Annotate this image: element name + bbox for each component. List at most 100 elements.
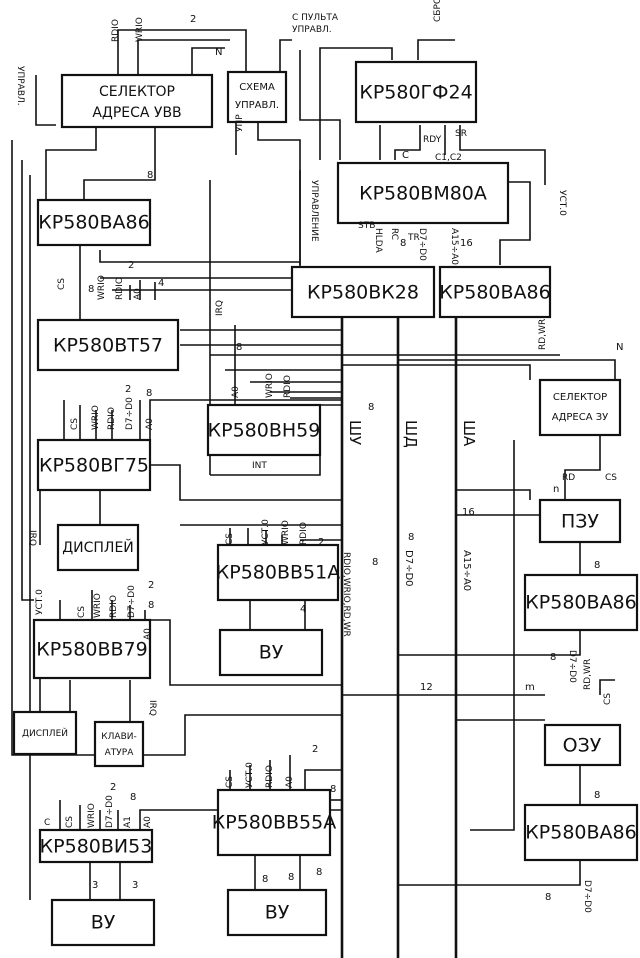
io-selector-line2: АДРЕСА УВВ <box>92 105 181 121</box>
width-8-cpu: 8 <box>400 238 406 249</box>
rdio-vt57-signal: RDIO <box>115 277 125 300</box>
width-8-vv55a: 8 <box>330 784 336 795</box>
ram-block: ОЗУ <box>543 723 622 767</box>
d7d0-vg75-signal: D7÷D0 <box>125 397 135 430</box>
system-controller-block: КР580ВК28 <box>290 265 436 319</box>
control-bus-label: ШУ <box>346 420 364 445</box>
irq-vg75-signal: IRQ <box>27 530 37 546</box>
cs-vt57-signal: CS <box>57 278 67 290</box>
system-buses <box>340 318 458 958</box>
irq-vn59-signal: IRQ <box>215 300 225 316</box>
cs-vv51a-signal: CS <box>225 533 235 545</box>
vv79-label: КР580ВВ79 <box>36 639 147 661</box>
cpu-block: КР580ВМ80А <box>336 161 510 225</box>
rom-block: ПЗУ <box>538 498 622 544</box>
keyboard-block: КЛАВИ- АТУРА <box>93 720 145 768</box>
a0-vt57-signal: A0 <box>133 288 143 300</box>
uprav-left-label: УПРАВЛ. <box>15 66 25 106</box>
interrupt-controller-block: КР580ВН59 <box>206 403 322 457</box>
width-8-vu2b: 8 <box>288 872 294 883</box>
cs-vv55a-signal: CS <box>225 776 235 788</box>
ust0-vv55a-signal: УСТ.0 <box>245 762 255 788</box>
width-16-cpu: 16 <box>460 238 473 249</box>
width-2-vv55a: 2 <box>312 744 318 755</box>
display-block: ДИСПЛЕЙ <box>56 523 140 572</box>
vt57-label: КР580ВТ57 <box>53 335 163 357</box>
clock-generator-block: КР580ГФ24 <box>354 60 478 124</box>
vv51a-label: КР580ВВ51А <box>216 562 340 584</box>
va86-rom-label: КР580ВА86 <box>525 592 636 614</box>
display2-label: ДИСПЛЕЙ <box>22 727 68 739</box>
control-scheme-line2: УПРАВЛ. <box>235 100 279 111</box>
sbros-label: СБРОС <box>433 0 443 22</box>
width-8-rom: 8 <box>594 560 600 571</box>
width-3-vu3b: 3 <box>132 880 138 891</box>
width-m-ram: m <box>525 682 535 693</box>
sr-signal: SR <box>455 129 467 139</box>
cs-ram-signal: CS <box>603 693 613 705</box>
timer-block: КР580ВИ53 <box>38 828 154 864</box>
width-8-rombuf: 8 <box>550 652 556 663</box>
width-2-top: 2 <box>190 14 196 25</box>
width-8-rambuf: 8 <box>545 892 551 903</box>
width-3-vu3a: 3 <box>92 880 98 891</box>
from-panel-line1: С ПУЛЬТА <box>292 13 339 23</box>
vu3-label: ВУ <box>91 912 116 934</box>
a1-vi53-signal: A1 <box>123 816 133 828</box>
cs-vg75-signal: CS <box>70 418 80 430</box>
rdio-vg75-signal: RDIO <box>107 407 117 430</box>
control-scheme-line1: СХЕМА <box>239 82 275 93</box>
rdio-vv51a-signal: RDIO <box>299 522 309 545</box>
tr-signal: TR <box>407 233 420 243</box>
a0-vv79-signal: A0 <box>143 628 153 640</box>
upravlenie-label: УПРАВЛЕНИЕ <box>309 180 319 242</box>
width-8-ram: 8 <box>594 790 600 801</box>
rdio-vn59-signal: RDIO <box>283 375 293 398</box>
data-range-label: D7÷D0 <box>403 550 414 587</box>
rdwr-mem-signal: RD,WR <box>538 319 548 350</box>
a0-vg75-signal: A0 <box>145 418 155 430</box>
rdwr-ram-signal: RD,WR <box>583 659 593 690</box>
a15a0-cpu-signal: A15÷A0 <box>449 228 459 265</box>
vm80a-label: КР580ВМ80А <box>359 183 487 205</box>
control-signals-label: RDIO,WRIO,RD,WR <box>341 552 351 637</box>
wrio-vi53-signal: WRIO <box>87 803 97 828</box>
c1c2-signal: C1,C2 <box>435 153 462 163</box>
va86-left-label: КР580ВА86 <box>38 212 149 234</box>
rdio-vv55a-signal: RDIO <box>265 765 275 788</box>
keyboard-display-controller-block: КР580ВВ79 <box>32 618 152 680</box>
width-8-va86: 8 <box>147 170 153 181</box>
stb-signal: STB <box>358 221 375 231</box>
vk28-label: КР580ВК28 <box>307 282 419 304</box>
width-2-vv51a: 2 <box>318 537 324 548</box>
ust0-signal: УСТ.0 <box>557 190 567 216</box>
width-8-vn59: 8 <box>236 342 242 353</box>
c-vi53-signal: С <box>44 818 50 828</box>
d7d0-vi53-signal: D7÷D0 <box>105 795 115 828</box>
a0-vi53-signal: A0 <box>143 816 153 828</box>
cs-vi53-signal: CS <box>65 816 75 828</box>
width-2-vg75: 2 <box>125 384 131 395</box>
width-8-vi53: 8 <box>130 792 136 803</box>
usart-block: КР580ВВ51А <box>216 543 340 602</box>
external-device-1-block: ВУ <box>218 628 324 677</box>
from-panel-line2: УПРАВЛ. <box>292 25 332 35</box>
address-range-label: A15÷A0 <box>461 550 472 591</box>
rc-signal: RC <box>389 228 399 240</box>
width-n-top: N <box>215 47 222 58</box>
rdio-top-signal: RDIO <box>111 19 121 42</box>
width-16-sha: 16 <box>462 507 475 518</box>
wrio-vg75-signal: WRIO <box>91 405 101 430</box>
vu1-label: ВУ <box>259 642 284 664</box>
keyboard-line1: КЛАВИ- <box>101 732 136 742</box>
width-8-vu2a: 8 <box>262 874 268 885</box>
cs-rom-signal: CS <box>605 473 617 483</box>
vu2-label: ВУ <box>265 902 290 924</box>
width-8-vu2c: 8 <box>316 867 322 878</box>
width-8-vg75: 8 <box>146 388 152 399</box>
gf24-label: КР580ГФ24 <box>359 82 472 104</box>
mem-selector-line1: СЕЛЕКТОР <box>553 392 607 403</box>
display-2-block: ДИСПЛЕЙ <box>12 710 78 756</box>
width-2-vi53: 2 <box>110 782 116 793</box>
